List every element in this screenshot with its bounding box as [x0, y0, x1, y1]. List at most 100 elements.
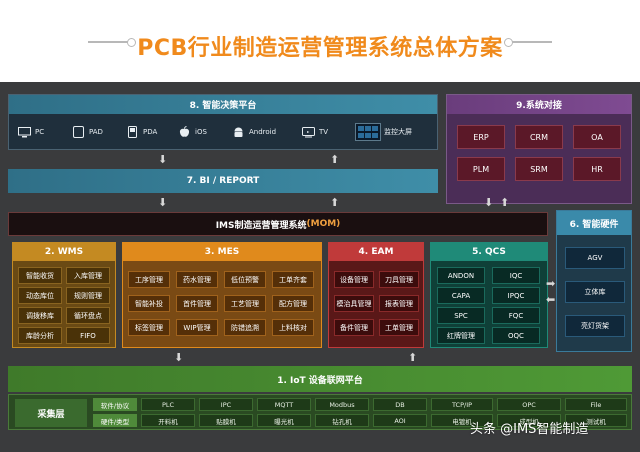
device-android: Android	[231, 121, 276, 143]
wms-item: 动态库位	[18, 287, 62, 304]
mes-item: 标签管理	[128, 319, 170, 336]
protocol-item: IPC	[199, 398, 253, 411]
eam-item: 备件管理	[334, 319, 374, 336]
arrow-down-icon: ⬇	[158, 153, 168, 166]
eam-item: 刀具管理	[379, 271, 419, 288]
acquisition-layer: 采集层 软件/协议 硬件/类型 PLC IPC MQTT Modbus DB T…	[8, 394, 632, 430]
protocol-tag: 软件/协议	[93, 398, 137, 411]
device-label: PC	[35, 128, 45, 136]
equipment-item: AOI	[373, 414, 427, 427]
smart-hardware-title: 6. 智能硬件	[557, 211, 631, 235]
architecture-diagram: 8. 智能决策平台 PC PAD PDA iOS	[0, 82, 640, 452]
device-label: TV	[319, 128, 329, 136]
wms-item: 入库管理	[66, 267, 110, 284]
hardware-item: AGV	[565, 247, 625, 269]
title-decoration-left	[88, 38, 136, 47]
device-label: 监控大屏	[384, 128, 412, 136]
arrow-down-icon: ⬇	[484, 196, 494, 209]
equipment-item: 开料机	[141, 414, 195, 427]
bi-report-layer: 7. BI / REPORT	[8, 169, 438, 193]
mes-item: 药水管理	[176, 271, 218, 288]
device-label: iOS	[195, 128, 207, 136]
device-label: PDA	[143, 128, 158, 136]
wms-item: 规则管理	[66, 287, 110, 304]
mes-item: 配方管理	[272, 295, 314, 312]
hardware-item: 立体库	[565, 281, 625, 303]
tv-icon	[301, 126, 315, 138]
device-pc: PC	[17, 121, 44, 143]
protocol-item: Modbus	[315, 398, 369, 411]
apple-icon	[177, 126, 191, 138]
wms-module: 2. WMS 智能收货 入库管理 动态库位 规则管理 调拨移库 循环盘点 库龄分…	[12, 242, 116, 348]
iot-platform-layer: 1. IoT 设备联网平台	[8, 366, 632, 392]
integration-plm: PLM	[457, 157, 505, 181]
qcs-item: OQC	[492, 327, 540, 344]
wms-item: 智能收货	[18, 267, 62, 284]
eam-item: 模治具管理	[334, 295, 374, 312]
device-monitor-wall: 监控大屏	[355, 121, 412, 143]
pad-icon	[71, 126, 85, 138]
watermark: 头条 @IMS智能制造	[470, 422, 589, 437]
integration-srm: SRM	[515, 157, 563, 181]
hardware-type-tag: 硬件/类型	[93, 414, 137, 427]
monitor-wall-icon	[355, 123, 381, 141]
device-pad: PAD	[71, 121, 103, 143]
qcs-item: IQC	[492, 267, 540, 284]
mes-item: 上料核对	[272, 319, 314, 336]
integration-crm: CRM	[515, 125, 563, 149]
mom-title-suffix: (MOM)	[306, 219, 341, 229]
page-title: PCB行业制造运营管理系统总体方案	[137, 36, 503, 61]
mes-module: 3. MES 工序管理 药水管理 低位预警 工单齐套 智能补投 首件管理 工艺管…	[122, 242, 322, 348]
arrow-up-icon: ⬆	[330, 153, 340, 166]
title-decoration-right	[504, 38, 552, 47]
decision-platform-layer: 8. 智能决策平台 PC PAD PDA iOS	[8, 94, 438, 150]
wms-item: 库龄分析	[18, 327, 62, 344]
equipment-item: 钻孔机	[315, 414, 369, 427]
smart-hardware-module: 6. 智能硬件 AGV 立体库 亮灯货架	[556, 210, 632, 352]
device-pda: PDA	[125, 121, 157, 143]
arrow-down-icon: ⬇	[158, 196, 168, 209]
qcs-item: ANDON	[437, 267, 485, 284]
system-integration-layer: 9.系统对接 ERP CRM OA PLM SRM HR	[446, 94, 632, 204]
device-tv: TV	[301, 121, 328, 143]
mes-item: 工艺管理	[224, 295, 266, 312]
eam-title: 4. EAM	[329, 243, 423, 261]
integration-oa: OA	[573, 125, 621, 149]
system-integration-title: 9.系统对接	[447, 95, 631, 114]
title-bar: PCB行业制造运营管理系统总体方案	[0, 0, 640, 82]
equipment-item: 电镀机	[431, 414, 493, 427]
arrow-up-icon: ⬆	[330, 196, 340, 209]
qcs-item: FQC	[492, 307, 540, 324]
mes-item: 工序管理	[128, 271, 170, 288]
protocol-item: TCP/IP	[431, 398, 493, 411]
mes-item: 首件管理	[176, 295, 218, 312]
wms-item: FIFO	[66, 327, 110, 344]
qcs-item: CAPA	[437, 287, 485, 304]
mes-title: 3. MES	[123, 243, 321, 261]
pda-icon	[125, 126, 139, 138]
equipment-item: 贴膜机	[199, 414, 253, 427]
protocol-item: File	[565, 398, 627, 411]
wms-item: 调拨移库	[18, 307, 62, 324]
android-icon	[231, 126, 245, 138]
qcs-module: 5. QCS ANDON IQC CAPA IPQC SPC FQC 红牌管理 …	[430, 242, 548, 348]
qcs-item: IPQC	[492, 287, 540, 304]
arrow-up-icon: ⬆	[500, 196, 510, 209]
qcs-item: SPC	[437, 307, 485, 324]
integration-erp: ERP	[457, 125, 505, 149]
arrow-left-icon: ⬅	[546, 293, 556, 306]
mom-title: IMS制造运营管理系统	[215, 220, 307, 231]
protocol-item: DB	[373, 398, 427, 411]
device-ios: iOS	[177, 121, 207, 143]
wms-title: 2. WMS	[13, 243, 115, 261]
arrow-up-icon: ⬆	[408, 351, 418, 364]
protocol-item: PLC	[141, 398, 195, 411]
mes-item: 智能补投	[128, 295, 170, 312]
eam-module: 4. EAM 设备管理 刀具管理 模治具管理 报表管理 备件管理 工单管理	[328, 242, 424, 348]
hardware-item: 亮灯货架	[565, 315, 625, 337]
acquisition-label: 采集层	[15, 399, 87, 427]
protocol-item: OPC	[497, 398, 561, 411]
equipment-item: 测试机	[565, 414, 627, 427]
arrow-down-icon: ⬇	[174, 351, 184, 364]
mes-item: 工单齐套	[272, 271, 314, 288]
